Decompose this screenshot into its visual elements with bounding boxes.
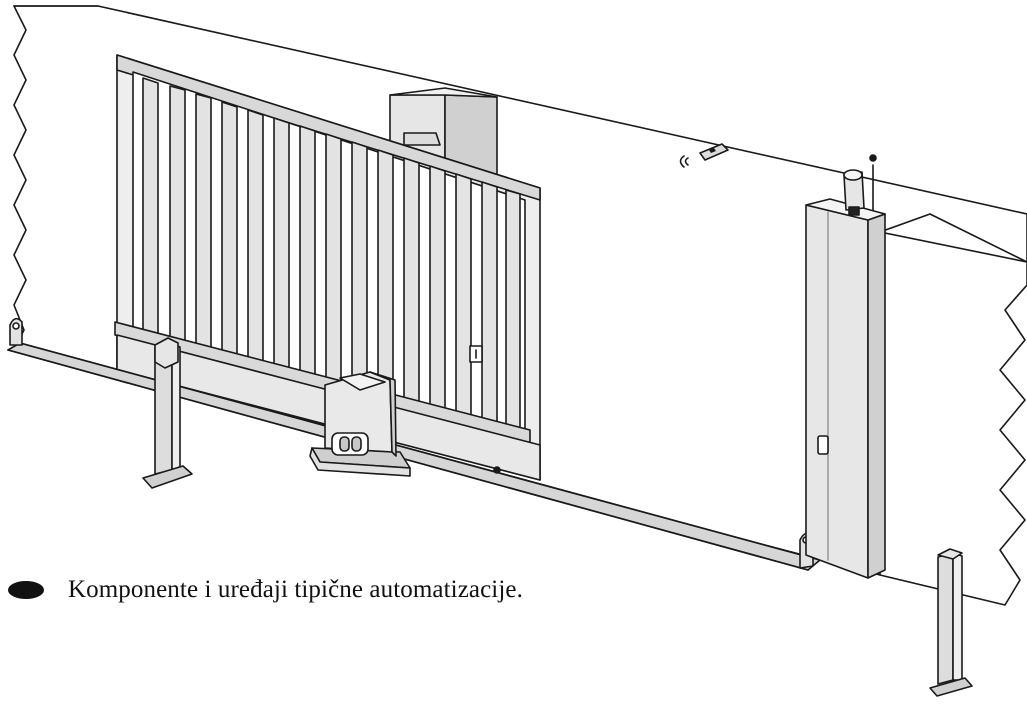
black-oval-bullet-icon [8, 581, 44, 599]
photocell-post-left [142, 337, 193, 489]
gate-guide-bracket [403, 132, 441, 146]
rail-stop-left [9, 317, 23, 346]
caption: Komponente i uređaji tipične automatizac… [6, 576, 523, 604]
remote-control-icon [679, 143, 729, 168]
caption-text: Komponente i uređaji tipične automatizac… [68, 576, 523, 603]
right-wall [879, 213, 1027, 606]
gate-pillar [805, 198, 886, 579]
flashing-lamp-icon [843, 154, 877, 216]
key-selector-icon [817, 435, 829, 455]
photocell-post-right [929, 548, 973, 697]
photocell-icon [154, 337, 179, 369]
gate-motor [309, 371, 411, 477]
